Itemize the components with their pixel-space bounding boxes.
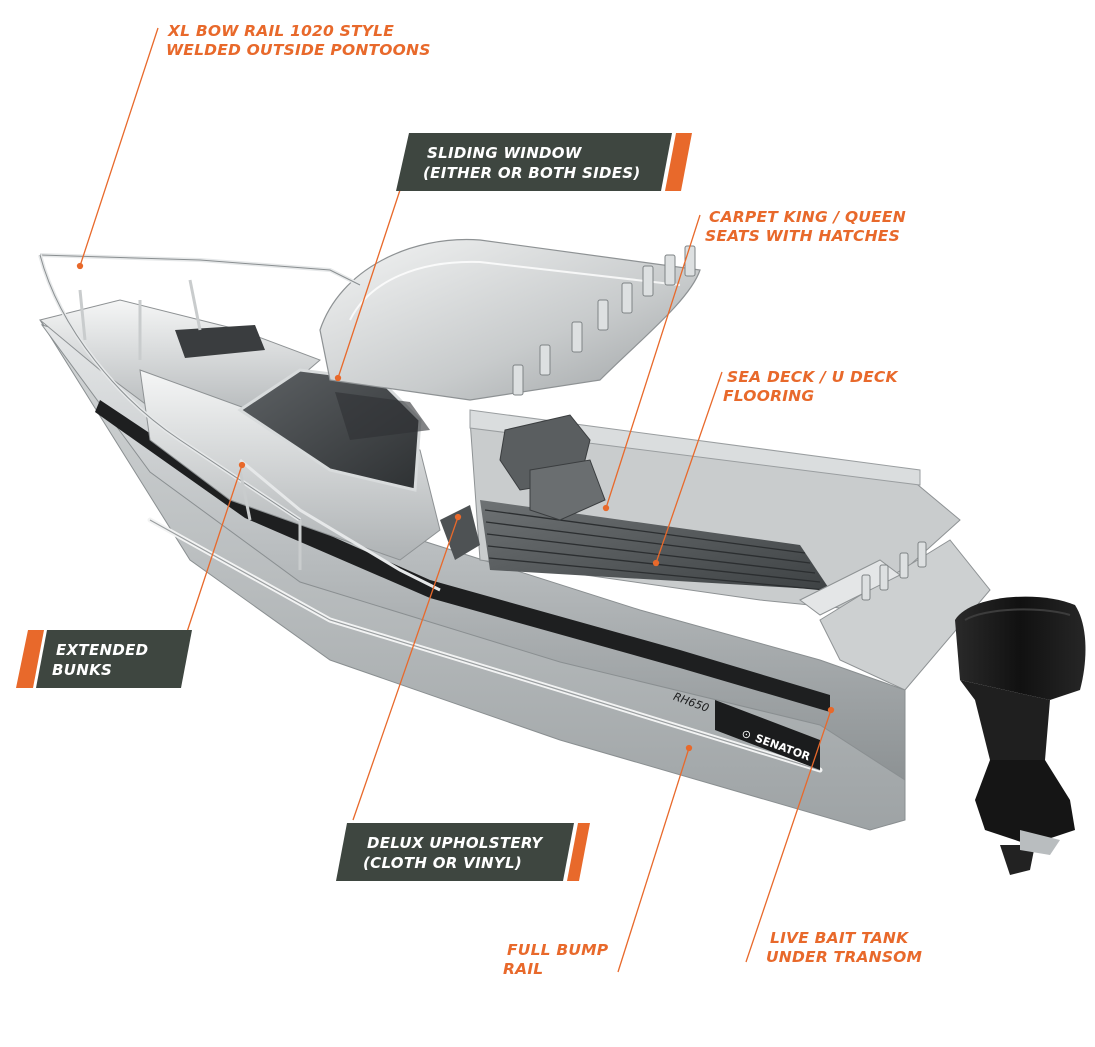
- tag-extended-bunks: EXTENDED BUNKS: [16, 630, 192, 688]
- tag-upholstery: DELUX UPHOLSTERY (CLOTH OR VINYL): [336, 823, 590, 881]
- callout-bump-rail: FULL BUMP RAIL: [503, 941, 609, 978]
- callout-bow-rail: XL BOW RAIL 1020 STYLE WELDED OUTSIDE PO…: [166, 22, 431, 59]
- callout-bait-tank: LIVE BAIT TANK UNDER TRANSOM: [766, 929, 923, 966]
- callout-carpet-seats: CARPET KING / QUEEN SEATS WITH HATCHES: [705, 208, 906, 245]
- tag-sliding-window: SLIDING WINDOW (EITHER OR BOTH SIDES): [396, 133, 692, 191]
- callout-sea-deck: SEA DECK / U DECK FLOORING: [723, 368, 898, 405]
